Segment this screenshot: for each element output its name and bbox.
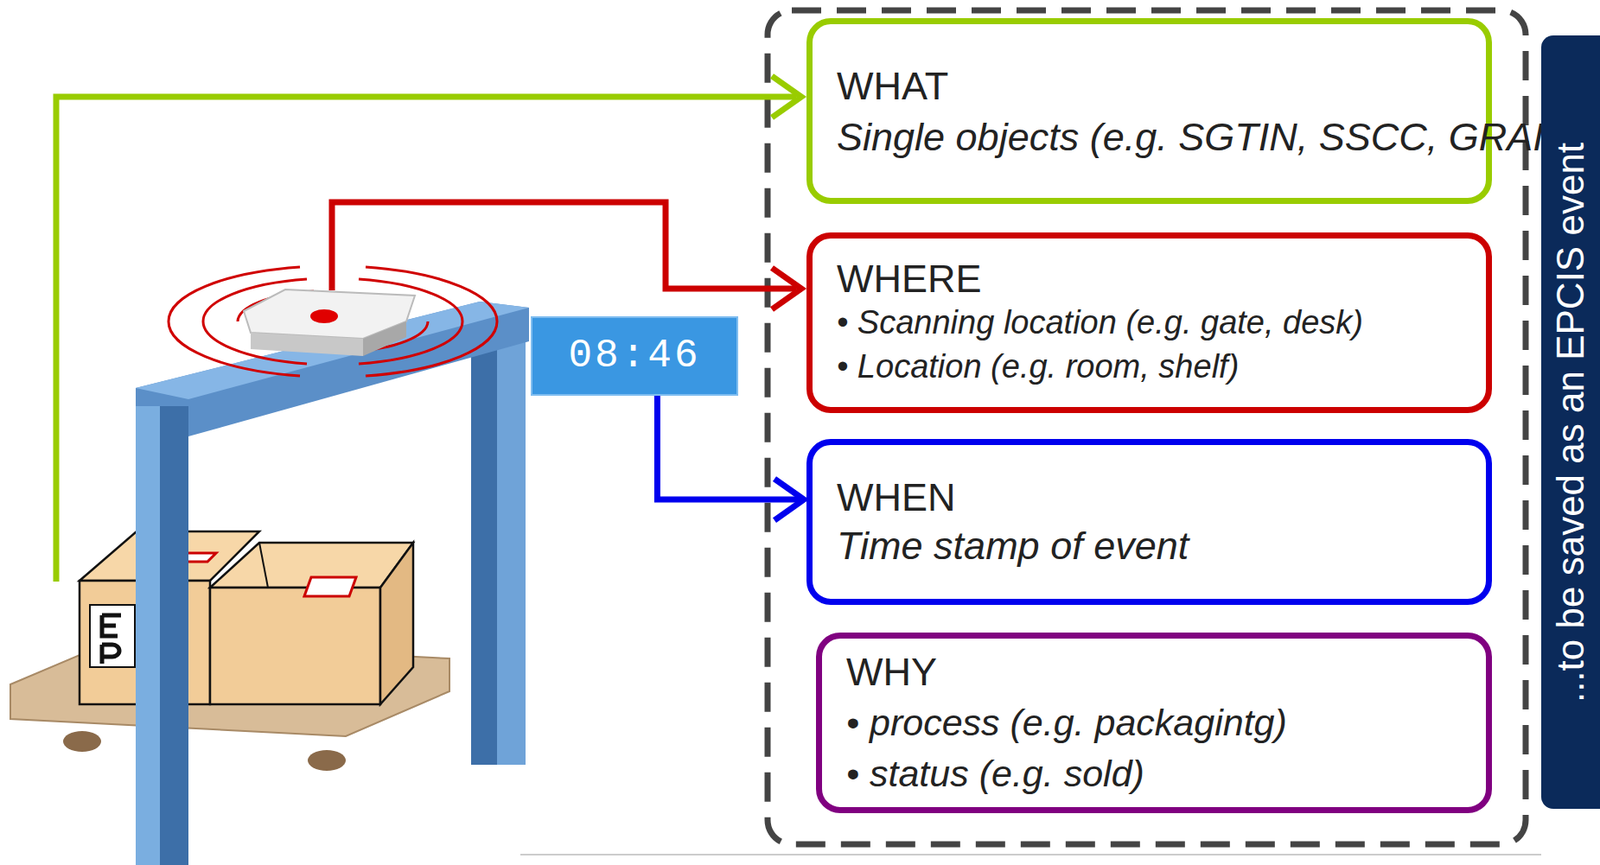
rfid-reader-front [250, 332, 364, 357]
gate-beam [135, 301, 530, 437]
box-text: • Scanning location (e.g. gate, desk) [836, 300, 1466, 345]
box-text: • Location (e.g. room, shelf) [836, 344, 1466, 389]
where-box: WHERE• Scanning location (e.g. gate, des… [806, 232, 1492, 414]
gate-post [497, 311, 526, 765]
divider-line [520, 854, 1542, 856]
gate-post [471, 311, 498, 765]
box-heading: WHEN [836, 473, 1466, 523]
rfid-reader-side [363, 321, 407, 357]
what-box: WHATSingle objects (e.g. SGTIN, SSCC, GR… [806, 18, 1492, 204]
connector-arrow [656, 395, 804, 521]
leader-arrow [331, 202, 797, 291]
box-text: • process (e.g. packagintg) [846, 697, 1466, 749]
carton-front [210, 587, 381, 705]
gate-beam-top [135, 301, 530, 400]
band-label: ...to be saved as an EPCIS event [1549, 141, 1593, 702]
box-text: • status (e.g. sold) [846, 748, 1466, 800]
why-box: WHY• process (e.g. packagintg)• status (… [815, 632, 1492, 814]
epc-logo-mark [101, 615, 122, 664]
gate-post [135, 406, 160, 865]
leader-arrow [56, 96, 797, 582]
epc-logo [89, 605, 135, 668]
carton-seam [259, 542, 268, 588]
when-box: WHENTime stamp of event [806, 439, 1492, 606]
box-text: Single objects (e.g. SGTIN, SSCC, GRAI..… [836, 111, 1466, 163]
carton-label [304, 577, 357, 597]
rfid-reader-dot [310, 309, 338, 324]
dashed-group-outline [767, 10, 1526, 845]
arrowhead [771, 76, 802, 118]
box-heading: WHERE [836, 256, 1466, 301]
time-stamp: 08:46 [567, 333, 701, 379]
box-heading: WHAT [836, 60, 1466, 112]
arrowhead [774, 478, 804, 521]
pallet-foot [307, 750, 346, 772]
arrowhead [771, 267, 802, 310]
carton-side [380, 542, 414, 705]
pallet-foot [63, 731, 102, 753]
box-text: Time stamp of event [836, 522, 1466, 571]
box-heading: WHY [846, 646, 1466, 698]
gate-post [159, 406, 189, 865]
side-band: ...to be saved as an EPCIS event [1541, 35, 1600, 810]
clock-display: 08:46 [530, 316, 739, 396]
